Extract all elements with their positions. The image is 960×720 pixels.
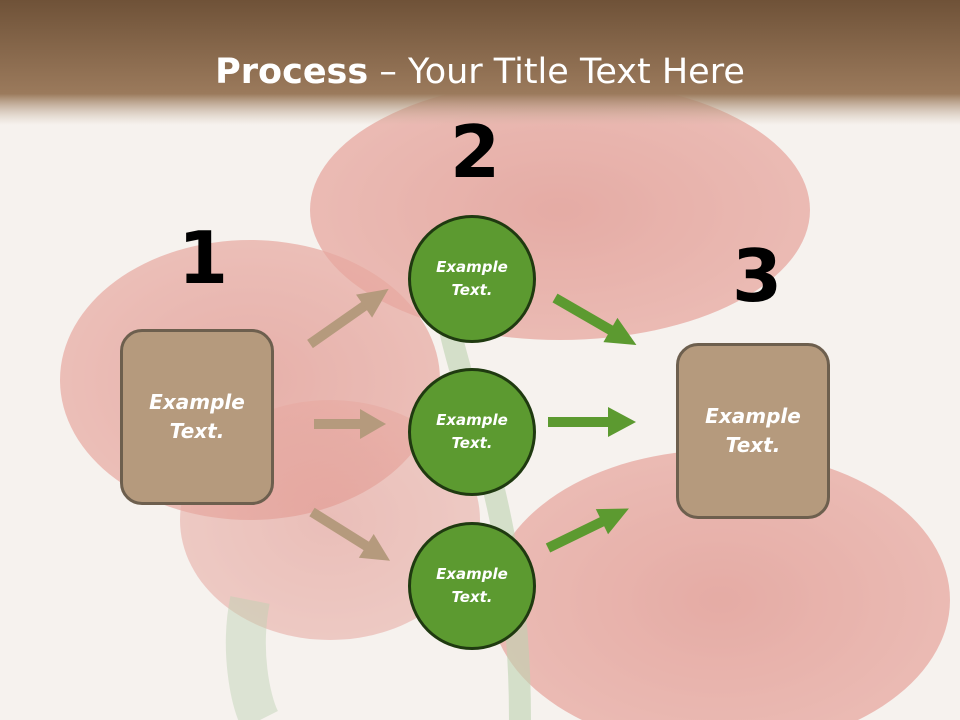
title-rest: – Your Title Text Here: [368, 52, 745, 92]
circle-bottom-line1: Example: [436, 565, 508, 583]
left-box-line2: Text.: [169, 419, 225, 443]
right-box-line2: Text.: [725, 433, 781, 457]
arrow-top-to-right: [552, 293, 637, 345]
left-box-line1: Example: [149, 390, 245, 414]
arrow-middle-to-right: [548, 407, 636, 437]
step-number-1: 1: [178, 216, 229, 300]
circle-top-line1: Example: [436, 258, 508, 276]
arrow-left-to-top: [307, 288, 389, 349]
step-number-2: 2: [450, 110, 501, 194]
circle-bottom-line2: Text.: [451, 588, 493, 606]
arrow-left-to-bottom: [309, 507, 391, 561]
page-title: Process – Your Title Text Here: [0, 52, 960, 92]
title-bold: Process: [215, 52, 369, 92]
right-box-line1: Example: [705, 404, 801, 428]
arrow-bottom-to-right: [545, 508, 629, 553]
arrow-left-to-middle: [314, 409, 386, 439]
circle-middle-line2: Text.: [451, 434, 493, 452]
circle-middle-line1: Example: [436, 411, 508, 429]
circle-top-line2: Text.: [451, 281, 493, 299]
step-number-3: 3: [732, 234, 783, 318]
